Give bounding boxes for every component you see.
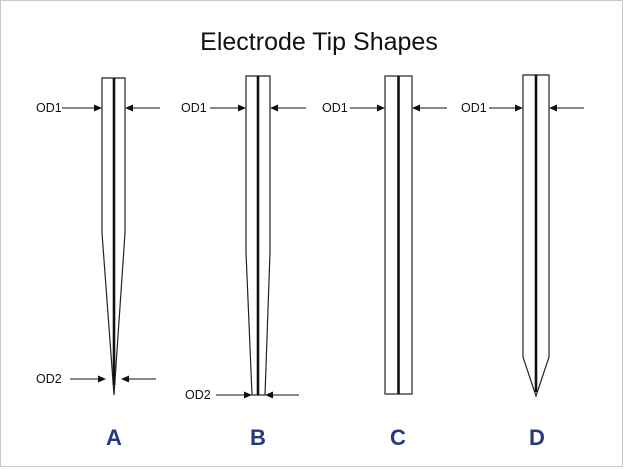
diagram-title: Electrode Tip Shapes — [200, 28, 438, 56]
electrode-d: OD1 D — [461, 74, 584, 450]
electrode-a-od2-label: OD2 — [36, 372, 62, 386]
electrode-d-od1-label: OD1 — [461, 101, 487, 115]
electrode-d-letter: D — [529, 425, 545, 450]
electrode-b-od2-label: OD2 — [185, 388, 211, 402]
electrode-c: OD1 C — [322, 75, 447, 450]
electrode-b-letter: B — [250, 425, 266, 450]
electrode-a-letter: A — [106, 425, 122, 450]
electrode-a-od1-label: OD1 — [36, 101, 62, 115]
electrode-c-od1-label: OD1 — [322, 101, 348, 115]
electrode-a: OD1 OD2 A — [36, 77, 160, 450]
electrode-c-letter: C — [390, 425, 406, 450]
electrode-b: OD1 OD2 B — [181, 75, 306, 450]
electrode-b-od1-label: OD1 — [181, 101, 207, 115]
